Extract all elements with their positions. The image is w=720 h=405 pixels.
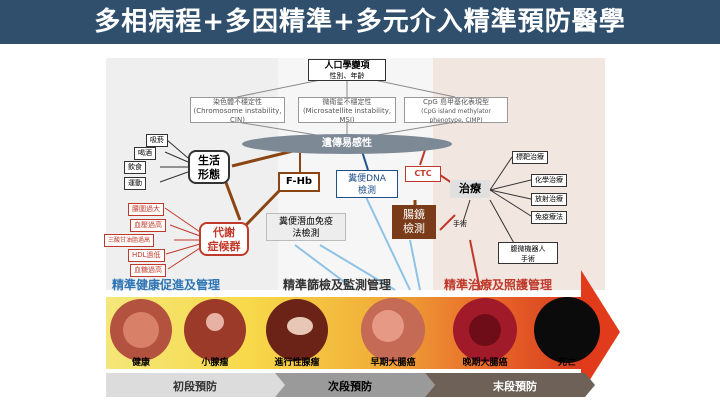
- stage-label: 死亡: [557, 358, 576, 368]
- instability-cimp-en: (CpG island methylator phenotype, CIMP): [421, 108, 491, 124]
- stage-label: 健康: [131, 358, 150, 368]
- robot-line1: 腹微機器人: [510, 245, 546, 253]
- treatment-item: 標靶治療: [512, 151, 548, 164]
- lifestyle-label-2: 形態: [198, 168, 220, 181]
- section-treatment: 精準治療及照護管理: [444, 278, 553, 292]
- ctc-box: CTC: [405, 166, 441, 182]
- phase-secondary-bg: [275, 373, 435, 397]
- instability-msi-en: (Microsatellite instability, MSI): [302, 107, 392, 124]
- metabolic-item: HDL過低: [128, 249, 165, 262]
- lifestyle-item: 飲食: [124, 161, 146, 174]
- instability-cimp: CpG 島甲基化表現型 (CpG island methylator pheno…: [404, 97, 508, 124]
- lifestyle-item: 喝酒: [134, 147, 156, 160]
- colonoscopy-line1: 腸鏡: [403, 208, 425, 221]
- metabolic-label-2: 症候群: [207, 240, 241, 253]
- genetic-ellipse: [242, 134, 452, 154]
- robot-surgery-box: 腹微機器人 手術: [498, 242, 558, 264]
- stage-label: 早期大腸癌: [370, 358, 416, 368]
- fit-box: 糞便潛血免疫 法檢測: [266, 213, 346, 241]
- treatment-item: 手術: [453, 220, 467, 228]
- colonoscopy-box: 腸鏡 檢測: [392, 205, 436, 239]
- fit-line2: 法檢測: [292, 229, 320, 239]
- stool-dna-line1: 糞便DNA: [348, 174, 386, 184]
- demographics-subtitle: 性別、年齡: [329, 72, 365, 80]
- instability-msi: 微衛星不穩定性 (Microsatellite instability, MSI…: [298, 97, 396, 124]
- stage-label: 小腺瘤: [201, 358, 229, 368]
- metabolic-box: 代謝 症候群: [199, 222, 249, 256]
- lifestyle-box: 生活 形態: [188, 150, 230, 184]
- progression-arrowhead: [581, 270, 620, 394]
- phase-tertiary-bg: [425, 373, 595, 397]
- lifestyle-label-1: 生活: [198, 154, 220, 167]
- instability-cin-zh: 染色體不穩定性: [213, 98, 262, 106]
- treatment-item: 免疫療法: [531, 211, 567, 224]
- stool-dna-box: 糞便DNA 檢測: [336, 170, 398, 198]
- metabolic-label-1: 代謝: [213, 226, 235, 239]
- lifestyle-item: 運動: [124, 177, 146, 190]
- genetic-label: 遺傳易感性: [322, 138, 372, 149]
- phase-secondary: 次段預防: [328, 380, 372, 393]
- metabolic-item: 腰圍過大: [128, 203, 164, 216]
- page-title: 多相病程+多因精準+多元介入精準預防醫學: [0, 0, 720, 44]
- metabolic-item: 三酸甘油脂過高: [104, 234, 155, 247]
- stool-dna-line2: 檢測: [357, 186, 376, 196]
- treatment-item: 化學治療: [531, 174, 567, 187]
- robot-line2: 手術: [521, 255, 535, 263]
- fit-line1: 糞便潛血免疫: [278, 217, 333, 227]
- instability-msi-zh: 微衛星不穩定性: [322, 98, 372, 106]
- treatment-item: 放射治療: [531, 193, 567, 206]
- phase-tertiary: 末段預防: [493, 380, 537, 393]
- stage-label: 晚期大腸癌: [462, 358, 508, 368]
- demographics-box: 人口學變項 性別、年齡: [308, 59, 386, 81]
- section-screening: 精準篩檢及監測管理: [283, 278, 392, 292]
- metabolic-item: 血壓過高: [130, 219, 166, 232]
- phase-primary: 初段預防: [173, 380, 217, 393]
- instability-cin-en: (Chromosome instability, CIN): [193, 107, 282, 124]
- lifestyle-item: 吸菸: [146, 134, 168, 147]
- demographics-title: 人口學變項: [324, 61, 370, 71]
- phase-primary-bg: [106, 373, 285, 397]
- colonoscopy-line2: 檢測: [403, 222, 425, 235]
- fhb-box: F-Hb: [278, 172, 320, 192]
- photo-death: [534, 297, 600, 363]
- metabolic-item: 血糖過高: [130, 264, 166, 277]
- section-health: 精準健康促進及管理: [112, 278, 221, 292]
- treatment-label: 治療: [450, 180, 490, 198]
- instability-cin: 染色體不穩定性 (Chromosome instability, CIN): [190, 97, 285, 124]
- stage-label: 進行性腺瘤: [274, 358, 320, 368]
- instability-cimp-zh: CpG 島甲基化表現型: [423, 98, 489, 106]
